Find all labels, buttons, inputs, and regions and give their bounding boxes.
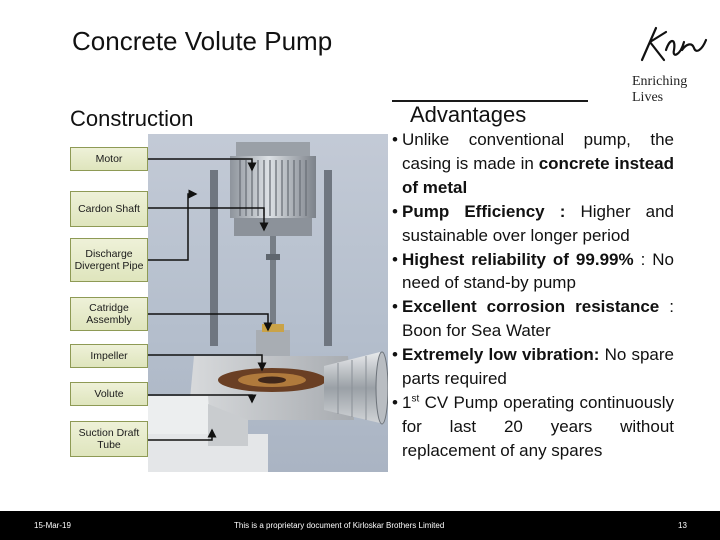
label-volute: Volute xyxy=(70,382,148,406)
bullet-icon: • xyxy=(392,130,398,149)
footer-bar: 15-Mar-19 This is a proprietary document… xyxy=(0,511,720,540)
header-divider xyxy=(392,100,588,102)
label-impeller: Impeller xyxy=(70,344,148,368)
tagline: Enriching Lives xyxy=(632,74,688,105)
footer-proprietary-notice: This is a proprietary document of Kirlos… xyxy=(234,521,445,530)
slide-title: Concrete Volute Pump xyxy=(72,26,333,56)
advantage-item: •Excellent corrosion resistance : Boon f… xyxy=(392,297,674,341)
company-logo xyxy=(634,18,714,76)
pump-illustration xyxy=(148,134,389,472)
label-motor: Motor xyxy=(70,147,148,171)
advantages-list: •Unlike conventional pump, the casing is… xyxy=(392,128,674,463)
label-discharge-divergent-pipe: Discharge Divergent Pipe xyxy=(70,238,148,282)
bullet-icon: • xyxy=(392,297,398,317)
bullet-icon: • xyxy=(392,201,398,221)
advantage-item: •Highest reliability of 99.99% : No need… xyxy=(392,249,674,293)
advantages-heading: Advantages xyxy=(410,102,527,127)
advantage-item: •Unlike conventional pump, the casing is… xyxy=(392,130,674,197)
pump-cutaway-image xyxy=(148,142,389,472)
footer-date: 15-Mar-19 xyxy=(34,521,71,530)
label-cartridge-assembly: Catridge Assembly xyxy=(70,297,148,331)
construction-heading: Construction xyxy=(70,106,194,131)
label-suction-draft-tube: Suction Draft Tube xyxy=(70,421,148,457)
logo-signature-icon xyxy=(640,26,708,62)
bullet-icon: • xyxy=(392,249,398,269)
label-cardon-shaft: Cardon Shaft xyxy=(70,191,148,227)
advantage-item: •Pump Efficiency : Higher and sustainabl… xyxy=(392,201,674,245)
bullet-icon: • xyxy=(392,345,398,365)
page-number: 13 xyxy=(678,521,687,530)
advantage-item: •Extremely low vibration: No spare parts… xyxy=(392,345,675,389)
bullet-icon: • xyxy=(392,392,398,412)
advantage-item: •1st CV Pump operating continuously for … xyxy=(392,392,674,460)
